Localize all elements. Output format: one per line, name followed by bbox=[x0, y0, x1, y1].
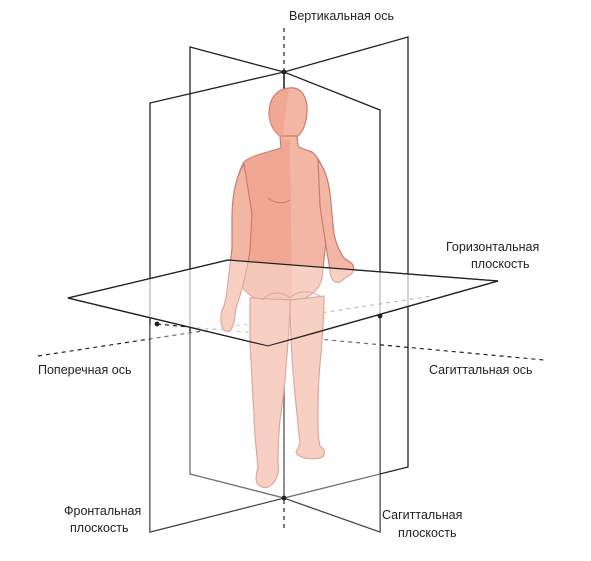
label-horizontal-plane-line1: Горизонтальная bbox=[446, 240, 539, 254]
label-frontal-plane-line1: Фронтальная bbox=[64, 504, 141, 518]
label-transverse-axis: Поперечная ось bbox=[38, 363, 131, 377]
axis-point-top bbox=[281, 69, 287, 75]
frontal-plane-overlay bbox=[150, 318, 380, 532]
label-horizontal-plane-line2: плоскость bbox=[471, 257, 529, 271]
figure-right-arm bbox=[317, 158, 355, 283]
label-frontal-plane-line2: плоскость bbox=[70, 521, 128, 535]
axis-point-right bbox=[377, 313, 383, 319]
figure-left-arm bbox=[220, 162, 253, 333]
axis-point-bottom bbox=[281, 495, 287, 501]
figure-left-leg bbox=[249, 297, 291, 489]
label-sagittal-plane-line2: плоскость bbox=[398, 526, 456, 540]
figure-detail-chest bbox=[267, 197, 291, 204]
figure-detail-hips bbox=[261, 291, 321, 301]
horizontal-plane-overlay bbox=[67, 259, 499, 347]
transverse-axis-line bbox=[37, 295, 433, 357]
human-figure bbox=[220, 87, 355, 489]
label-sagittal-axis: Сагиттальная ось bbox=[429, 363, 533, 377]
label-sagittal-plane-line1: Сагиттальная bbox=[382, 508, 462, 522]
axis-point-left bbox=[154, 321, 160, 327]
label-vertical-axis: Вертикальная ось bbox=[289, 9, 394, 23]
